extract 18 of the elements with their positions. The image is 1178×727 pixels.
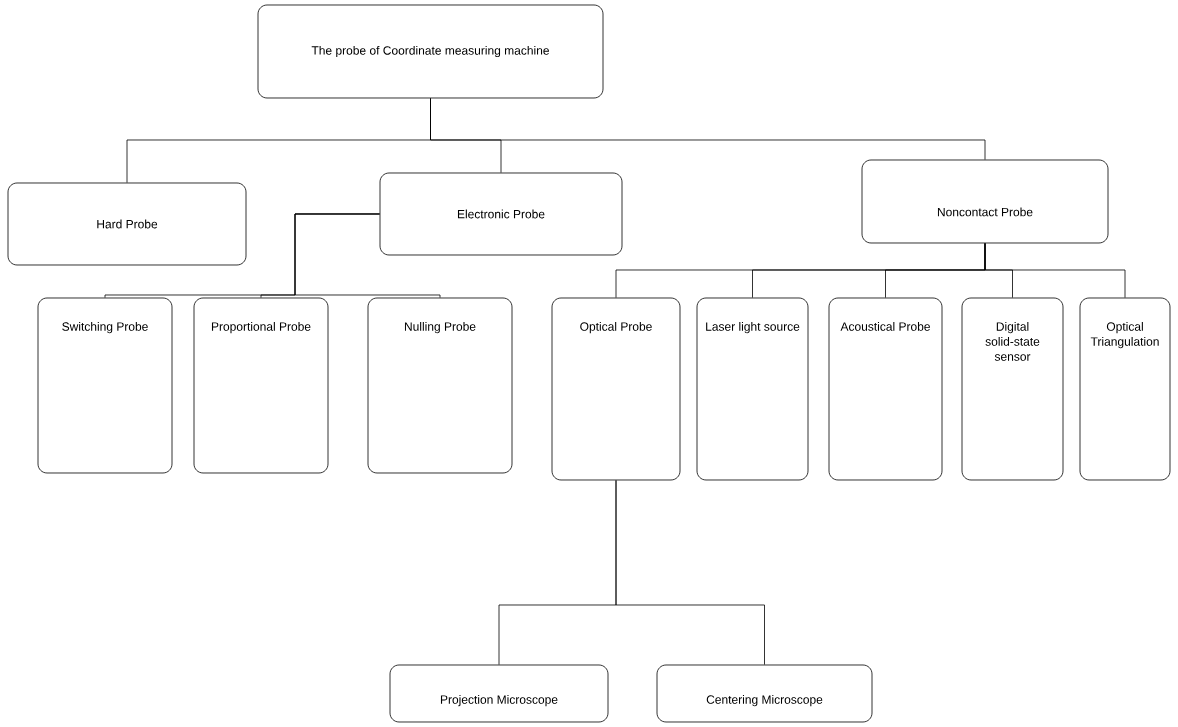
- probe-box: Electronic Probe: [379, 172, 623, 256]
- probe-box: Optical Triangulation: [1079, 297, 1171, 481]
- connector-line: [984, 243, 1126, 298]
- connector-line: [430, 98, 986, 160]
- probe-box: Proportional Probe: [193, 297, 329, 474]
- probe-box: Digital solid-state sensor: [961, 297, 1064, 481]
- probe-box: Projection Microscope: [389, 664, 609, 723]
- probe-box: The probe of Coordinate measuring machine: [257, 4, 604, 99]
- probe-box: Nulling Probe: [367, 297, 513, 474]
- probe-box: Hard Probe: [7, 182, 247, 266]
- connector-line: [615, 480, 765, 665]
- probe-box: Optical Probe: [551, 297, 681, 481]
- probe-box: Noncontact Probe: [861, 159, 1109, 244]
- probe-box: Laser light source: [696, 297, 809, 481]
- connector-line: [294, 213, 441, 298]
- probe-box: Switching Probe: [37, 297, 173, 474]
- probe-box: Centering Microscope: [656, 664, 873, 723]
- probe-box: Acoustical Probe: [828, 297, 943, 481]
